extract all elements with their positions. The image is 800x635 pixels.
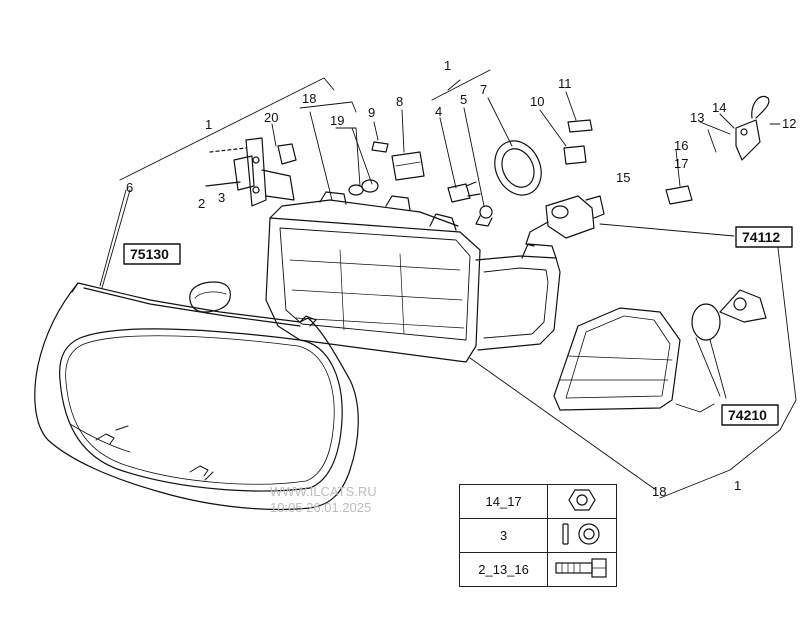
mounting-bracket [205,137,297,207]
boxed-reference-74112: 74112 [735,226,793,248]
callout-1: 1 [205,117,212,132]
front-trim-panel [34,282,359,511]
callout-4: 4 [435,104,442,119]
boxed-reference-74210: 74210 [721,404,779,426]
watermark-site: WWW.ILCATS.RU [270,484,377,499]
svg-text:74112: 74112 [742,229,780,245]
callout-10: 10 [530,94,544,109]
fastener-legend-table: 14_17 3 2_13_16 [458,484,617,587]
callout-14: 14 [712,100,726,115]
callout-labels: 1 18 20 19 9 8 1 4 5 7 10 11 13 14 12 16… [126,58,796,499]
callout-1-top: 1 [444,58,451,73]
small-parts-right [563,95,770,205]
callout-1-right: 1 [734,478,741,493]
legend-row: 2_13_16 [458,552,617,587]
callout-16: 16 [674,138,688,153]
callout-6: 6 [126,180,133,195]
trim-cap [189,281,231,313]
callout-3: 3 [218,190,225,205]
washer-icon [547,518,617,553]
legend-row: 3 [458,518,617,553]
turn-indicator-lamp [553,289,767,411]
legend-code: 2_13_16 [458,552,549,587]
hex-nut-icon [547,484,617,519]
legend-code: 3 [458,518,549,553]
callout-17: 17 [674,156,688,171]
legend-code: 14_17 [458,484,549,519]
small-parts-19-9-8 [348,141,425,196]
callout-5: 5 [460,92,467,107]
callout-18-bottom: 18 [652,484,666,499]
callout-9: 9 [368,105,375,120]
headlamp-housing [265,191,561,363]
boxed-reference-75130: 75130 [123,243,181,265]
callout-15: 15 [616,170,630,185]
callout-19: 19 [330,113,344,128]
callout-20: 20 [264,110,278,125]
leader-lines [99,69,797,499]
bulbs-and-ring [447,140,542,227]
callout-8: 8 [396,94,403,109]
callout-18: 18 [302,91,316,106]
svg-text:75130: 75130 [130,246,169,262]
callout-13: 13 [690,110,704,125]
callout-2: 2 [198,196,205,211]
legend-row: 14_17 [458,484,617,519]
callout-12: 12 [782,116,796,131]
svg-text:74210: 74210 [728,407,767,423]
callout-11: 11 [558,76,572,91]
bolt-icon [547,552,617,587]
watermark: WWW.ILCATS.RU 10:05 26.01.2025 [270,484,377,516]
watermark-timestamp: 10:05 26.01.2025 [270,500,372,515]
callout-7: 7 [480,82,487,97]
levelling-motor [525,195,605,247]
